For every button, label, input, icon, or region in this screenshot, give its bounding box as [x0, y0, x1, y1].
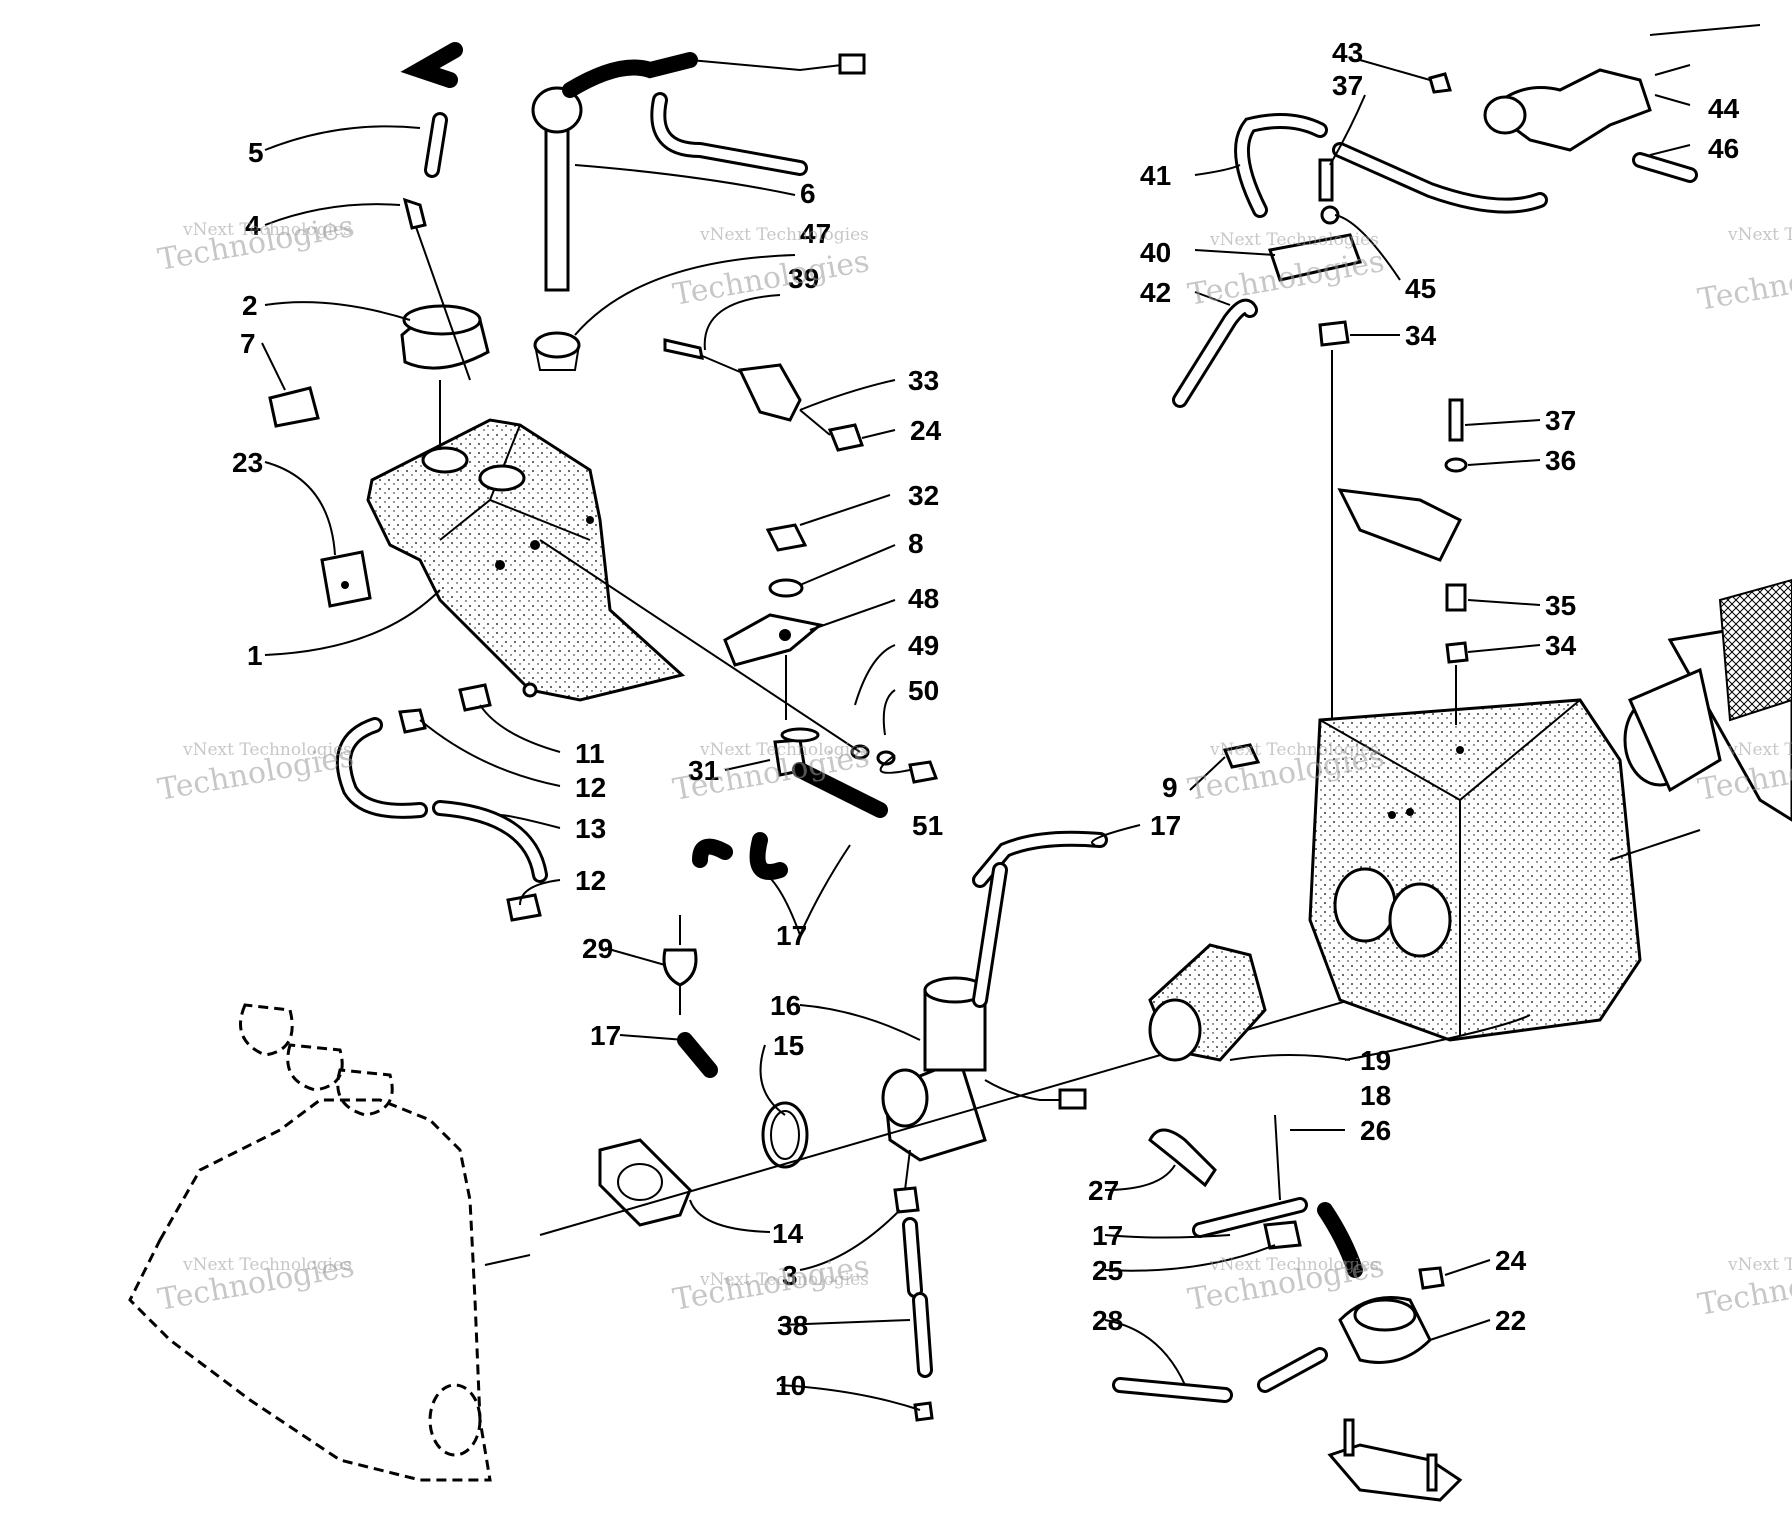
fuel-filter — [662, 915, 698, 1015]
callout-18: 18 — [1360, 1080, 1391, 1111]
clamp-15 — [761, 1101, 809, 1169]
pump-bracket — [539, 523, 939, 818]
grommet-47 — [533, 331, 581, 371]
callout-15: 15 — [773, 1030, 804, 1061]
callout-4: 4 — [245, 210, 261, 241]
fuel-pump — [1428, 24, 1761, 183]
callout-12b: 12 — [575, 865, 606, 896]
callout-36: 36 — [1545, 445, 1576, 476]
callout-37b: 37 — [1545, 405, 1576, 436]
watermark-line2: Technologies — [670, 244, 872, 313]
callout-17a: 17 — [1150, 810, 1181, 841]
callout-40: 40 — [1140, 237, 1171, 268]
tank-cap — [400, 304, 490, 450]
hoses-left — [335, 683, 548, 922]
decal-23 — [320, 550, 372, 608]
callout-5: 5 — [248, 137, 264, 168]
callout-27: 27 — [1088, 1175, 1119, 1206]
callout-45: 45 — [1405, 273, 1436, 304]
callout-3: 3 — [782, 1260, 798, 1291]
callout-8: 8 — [908, 528, 924, 559]
watermark-line2: Technologies — [1695, 249, 1792, 318]
carburetor — [881, 976, 1087, 1214]
watermark-line1: vNext Technologies — [1727, 740, 1792, 760]
callout-11: 11 — [575, 738, 605, 769]
callout-17d: 17 — [1092, 1220, 1123, 1251]
clip-9 — [1222, 743, 1261, 769]
watermark-line1: vNext Technologies — [699, 225, 869, 245]
watermark-line1: vNext Technologies — [1209, 740, 1379, 760]
callout-19: 19 — [1360, 1045, 1391, 1076]
callout-43: 43 — [1332, 37, 1363, 68]
air-silencer — [1308, 698, 1701, 1042]
leader-lines — [261, 59, 1691, 1411]
callout-16: 16 — [770, 990, 801, 1021]
screen-duct — [1623, 578, 1792, 822]
lower-right-parts — [1112, 1114, 1463, 1502]
callout-6: 6 — [800, 178, 816, 209]
engine-phantom — [128, 1003, 531, 1482]
level-sender — [531, 52, 866, 292]
callout-42: 42 — [1140, 277, 1171, 308]
bracket-33 — [663, 338, 864, 452]
callout-24b: 24 — [1495, 1245, 1527, 1276]
callout-24a: 24 — [910, 415, 942, 446]
callout-2: 2 — [242, 290, 258, 321]
callout-41: 41 — [1140, 160, 1171, 191]
hoses-17-center — [677, 832, 788, 1078]
callout-labels: 1 2 3 4 5 6 7 8 9 10 11 12 12 13 14 15 1… — [232, 37, 1740, 1401]
callout-17b: 17 — [776, 920, 807, 951]
callout-34a: 34 — [1405, 320, 1437, 351]
watermark-line1: vNext Technologies — [699, 1270, 869, 1290]
callout-33: 33 — [908, 365, 939, 396]
watermark-line1: vNext Technologies — [182, 740, 352, 760]
callout-31: 31 — [688, 755, 719, 786]
callout-7: 7 — [240, 328, 256, 359]
callout-47: 47 — [800, 218, 831, 249]
watermark-line1: vNext Technologies — [699, 740, 869, 760]
callout-12a: 12 — [575, 772, 606, 803]
callout-29: 29 — [582, 933, 613, 964]
connector-stack — [1337, 398, 1469, 725]
watermark-line1: vNext Technologies — [1727, 225, 1792, 245]
callout-48: 48 — [908, 583, 939, 614]
callout-28: 28 — [1092, 1305, 1123, 1336]
callout-39: 39 — [788, 263, 819, 294]
callout-13: 13 — [575, 813, 606, 844]
callout-22: 22 — [1495, 1305, 1526, 1336]
callout-51: 51 — [912, 810, 943, 841]
callout-25: 25 — [1092, 1255, 1123, 1286]
pump-hoses — [1172, 113, 1548, 720]
callout-37a: 37 — [1332, 70, 1363, 101]
callout-32: 32 — [908, 480, 939, 511]
callout-26: 26 — [1360, 1115, 1391, 1146]
adapter-18 — [1148, 943, 1267, 1062]
watermark-line1: vNext Technologies — [182, 220, 352, 240]
watermark-line1: vNext Technologies — [1727, 1255, 1792, 1275]
decal-7 — [268, 386, 320, 428]
callout-14: 14 — [772, 1218, 804, 1249]
oil-tank — [366, 418, 686, 702]
callout-34b: 34 — [1545, 630, 1577, 661]
watermark-line1: vNext Technologies — [1209, 230, 1379, 250]
callout-1: 1 — [247, 640, 263, 671]
callout-38: 38 — [777, 1310, 808, 1341]
watermark-line2: Technologies — [670, 1249, 872, 1318]
watermark-line1: vNext Technologies — [182, 1255, 352, 1275]
callout-10: 10 — [775, 1370, 806, 1401]
watermark-line1: vNext Technologies — [1209, 1255, 1379, 1275]
callout-23: 23 — [232, 447, 263, 478]
callout-17c: 17 — [590, 1020, 621, 1051]
callout-49: 49 — [908, 630, 939, 661]
callout-50: 50 — [908, 675, 939, 706]
callout-46: 46 — [1708, 133, 1739, 164]
callout-35: 35 — [1545, 590, 1576, 621]
callout-9: 9 — [1162, 772, 1178, 803]
vent-hose — [400, 42, 471, 381]
callout-44: 44 — [1708, 93, 1740, 124]
hose-17-carb — [972, 830, 1108, 1008]
fuel-line-38 — [902, 1217, 934, 1422]
